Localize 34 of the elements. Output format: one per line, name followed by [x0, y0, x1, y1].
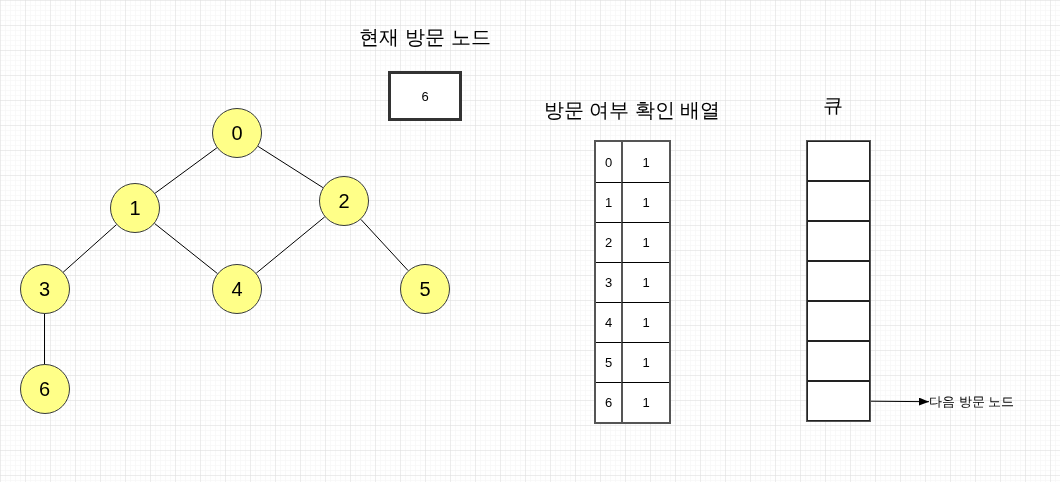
index-cell: 5: [596, 342, 621, 382]
value-cell: 1: [621, 142, 669, 182]
index-cell: 3: [596, 262, 621, 302]
index-cell: 4: [596, 302, 621, 342]
connector-line: [257, 145, 324, 189]
connector-line: [62, 224, 117, 273]
queue-slot: [807, 341, 870, 381]
index-cell: 6: [596, 382, 621, 422]
index-cell-text: 0: [603, 153, 614, 172]
index-cell: 2: [596, 222, 621, 262]
connector-line: [44, 313, 45, 365]
arrow: [869, 397, 930, 406]
current-node-box: 6: [388, 71, 462, 121]
value-cell: 1: [621, 262, 669, 302]
value-cell: 1: [621, 382, 669, 422]
value-cell: 1: [621, 182, 669, 222]
queue-heading: 큐: [823, 93, 843, 118]
connector-line: [154, 223, 218, 274]
value-cell: 1: [621, 342, 669, 382]
value-cell: 1: [621, 222, 669, 262]
next-node-label: 다음 방문 노드: [929, 392, 1015, 412]
value-cell: 1: [621, 302, 669, 342]
index-cell: 1: [596, 182, 621, 222]
queue-slot: [807, 301, 870, 341]
connector-line: [255, 216, 326, 274]
queue-slot: [807, 181, 870, 221]
current-node-heading: 현재 방문 노드: [359, 25, 491, 50]
queue-slot: [807, 221, 870, 261]
visited-array-heading: 방문 여부 확인 배열: [543, 98, 721, 123]
connector-line: [154, 147, 218, 194]
queue-slot: [807, 261, 870, 301]
connector-line: [360, 218, 409, 272]
queue-slot: [807, 141, 870, 181]
queue-slot: [807, 381, 870, 421]
